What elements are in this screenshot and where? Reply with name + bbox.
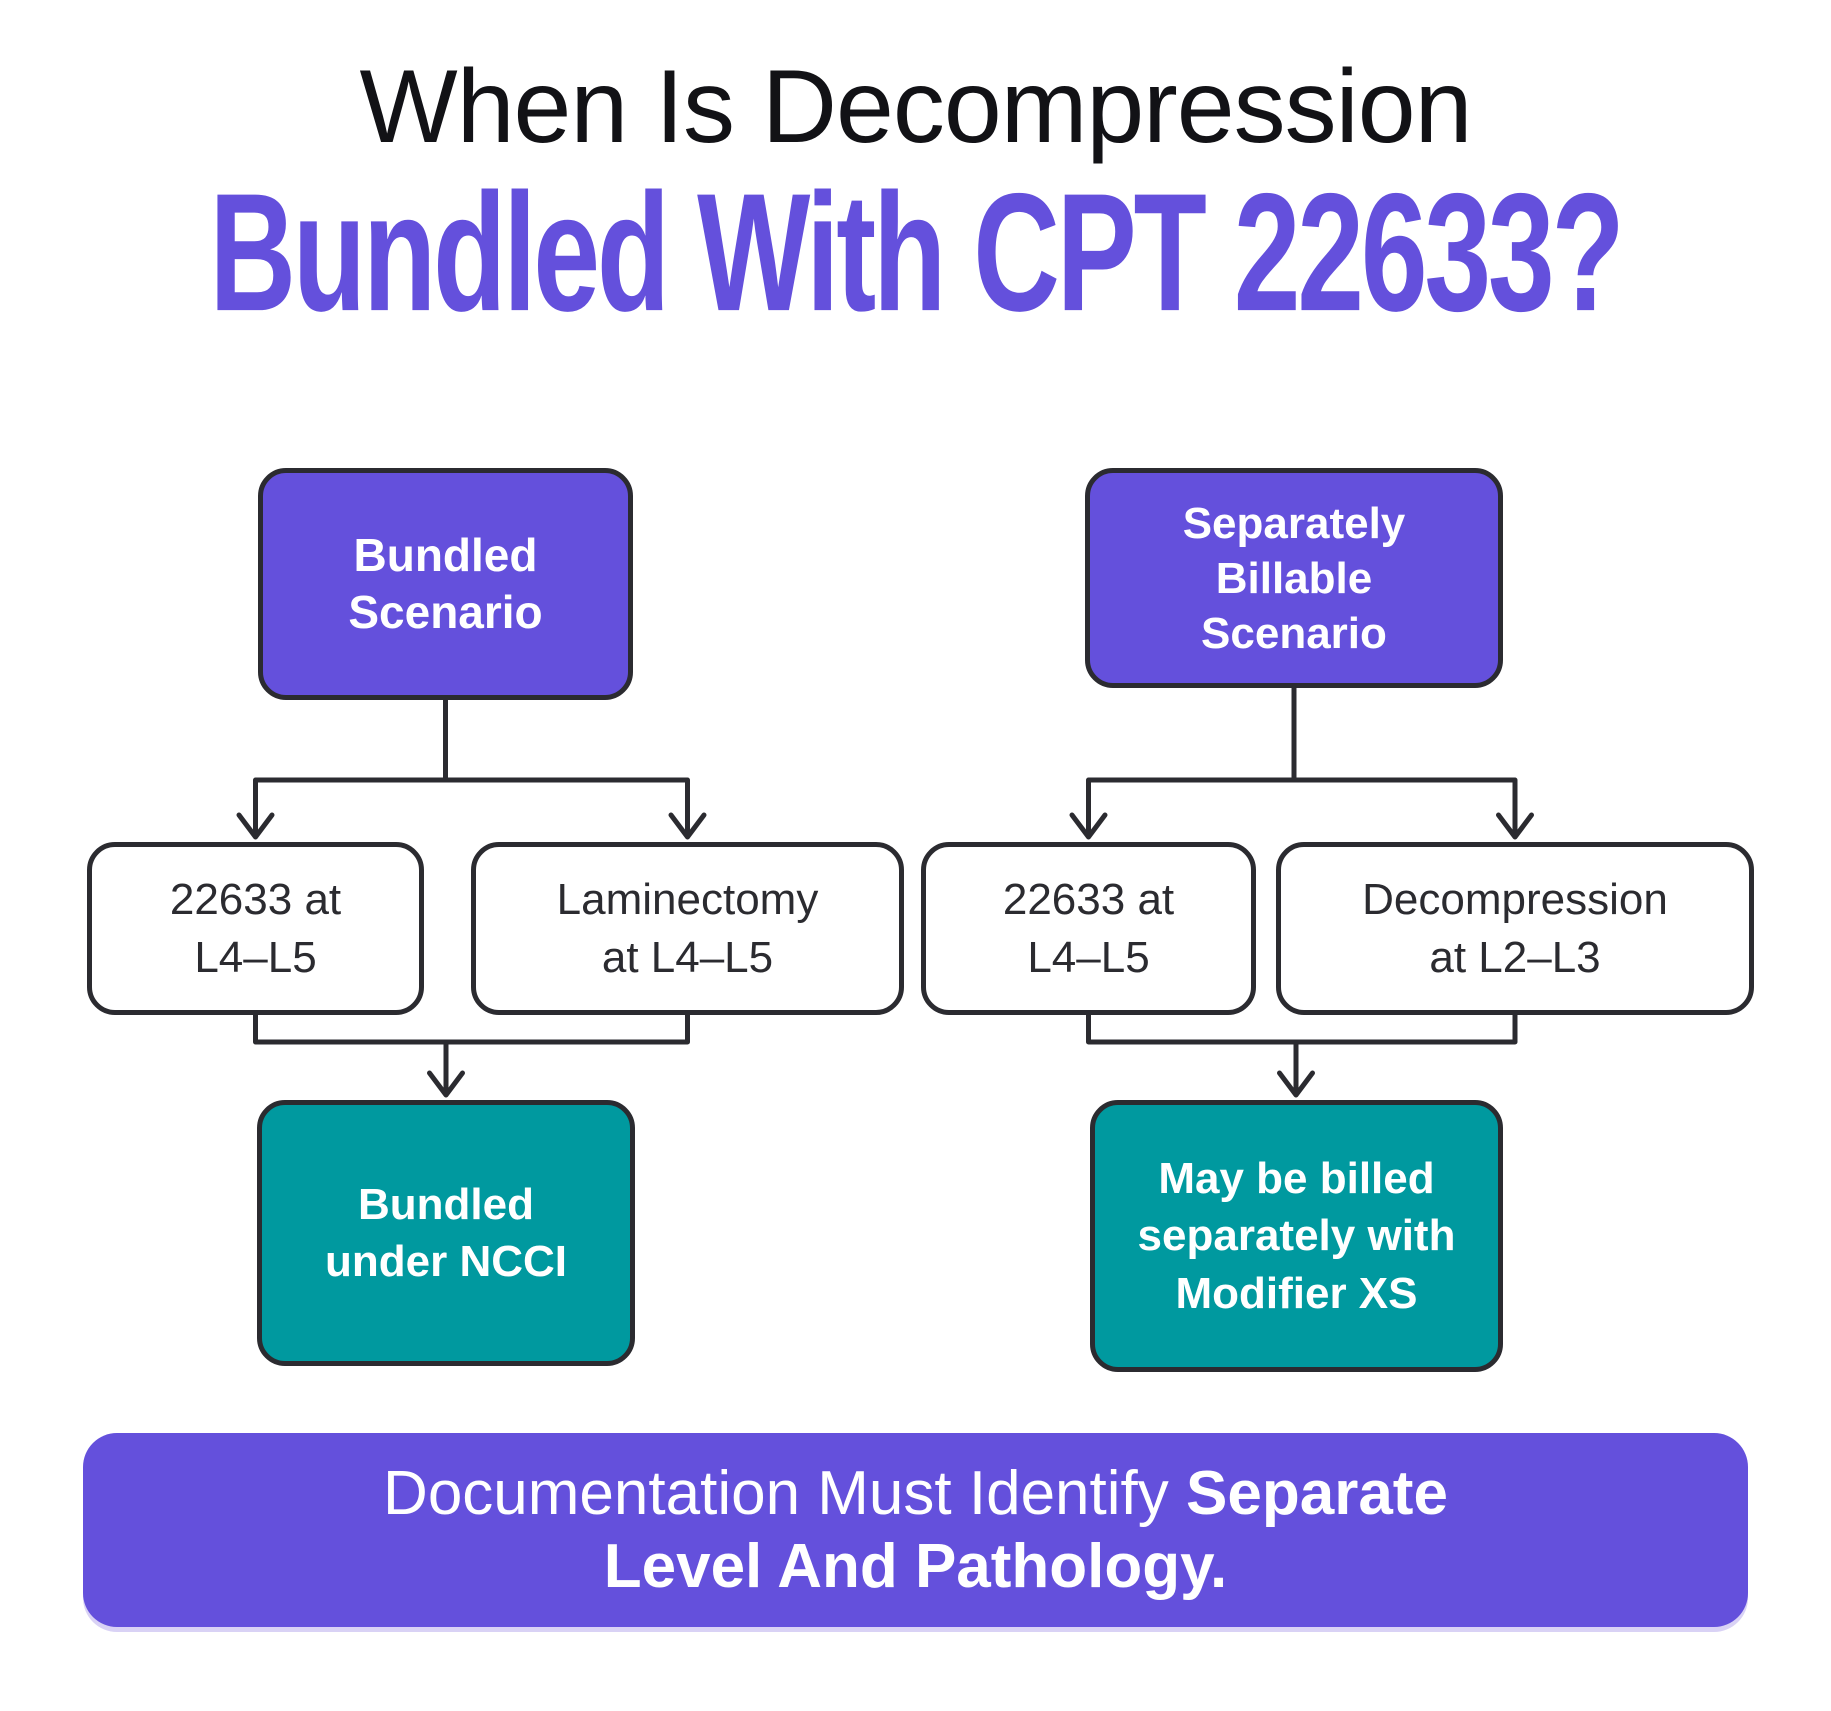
banner-text-bold-1: Separate — [1186, 1458, 1448, 1528]
node-decompression-l2-l3: Decompression at L2–L3 — [1276, 842, 1754, 1015]
node-laminectomy-l4-l5: Laminectomy at L4–L5 — [471, 842, 904, 1015]
page-title: When Is Decompression — [359, 49, 1473, 165]
node-right-22633-l4-l5: 22633 at L4–L5 — [921, 842, 1256, 1015]
banner-line-1: Documentation Must Identify Separate — [383, 1457, 1448, 1530]
documentation-banner: Documentation Must Identify Separate Lev… — [83, 1433, 1748, 1627]
node-bundled-scenario: Bundled Scenario — [258, 468, 633, 700]
node-separately-billable-scenario: Separately Billable Scenario — [1085, 468, 1503, 688]
arrowhead-left-result — [427, 1070, 465, 1098]
arrowhead-right-child1 — [1069, 812, 1108, 840]
arrowhead-right-result — [1277, 1070, 1315, 1098]
banner-text-regular: Documentation Must Identify — [383, 1458, 1186, 1528]
arrowhead-right-child2 — [1496, 812, 1534, 840]
node-billed-separately-modifier-xs: May be billed separately with Modifier X… — [1090, 1100, 1503, 1372]
node-left-22633-l4-l5: 22633 at L4–L5 — [87, 842, 424, 1015]
page-subtitle: Bundled With CPT 22633? — [209, 157, 1624, 347]
arrowhead-left-child2 — [668, 812, 707, 840]
connector-left-merge — [253, 1012, 690, 1097]
banner-line-2: Level And Pathology. — [603, 1532, 1228, 1601]
node-bundled-under-ncci: Bundled under NCCI — [257, 1100, 635, 1366]
connector-right-branch — [1086, 685, 1518, 839]
connector-right-merge — [1086, 1012, 1518, 1097]
connector-left-branch — [253, 697, 690, 839]
arrowhead-left-child1 — [236, 812, 275, 840]
